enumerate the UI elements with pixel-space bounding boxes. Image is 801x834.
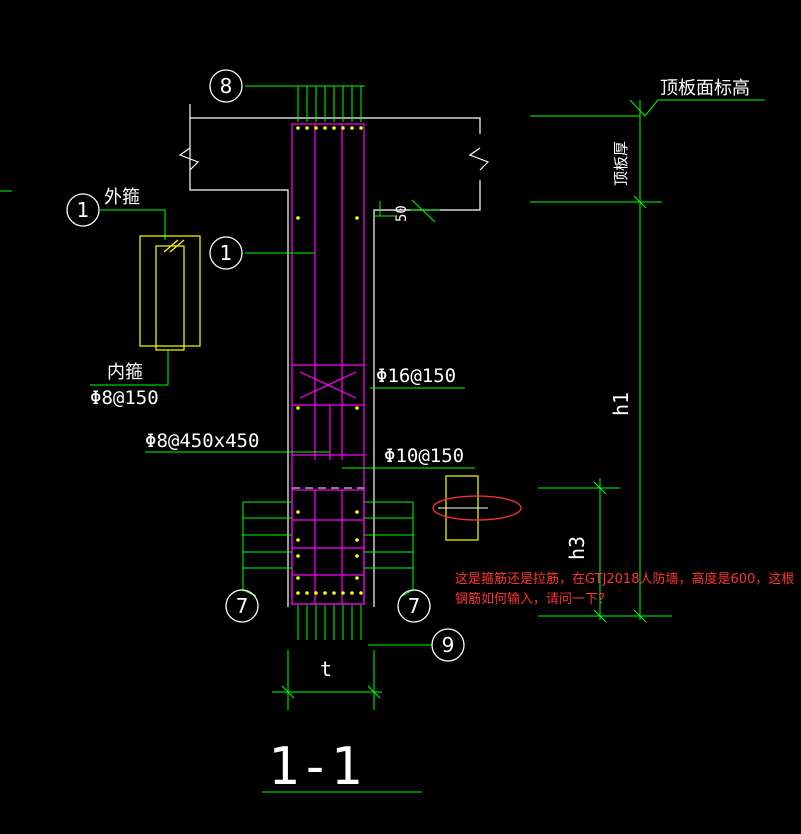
highlight-ellipse xyxy=(432,495,522,521)
callout-circles xyxy=(66,69,465,662)
bar-spec-8: Φ8@450x450 xyxy=(145,430,259,452)
section-title: 1-1 xyxy=(268,737,362,797)
rebar-cage xyxy=(291,123,365,605)
callout-1-outer: 1 xyxy=(77,198,90,222)
outer-stirrup-label: 外箍 xyxy=(104,187,140,208)
leader-lines xyxy=(90,85,765,793)
top-elevation-label: 顶板面标高 xyxy=(660,78,750,99)
inner-stirrup-spec: Φ8@150 xyxy=(90,387,159,409)
inner-stirrup-label: 内箍 xyxy=(107,362,143,383)
bar-spec-10: Φ10@150 xyxy=(384,445,464,467)
rebar-dots xyxy=(296,126,363,595)
question-note: 这是箍筋还是拉筋，在GTJ2018人防墙，高度是600，这根钢筋如何输入，请问一… xyxy=(455,572,795,607)
dim-t: t xyxy=(320,657,332,681)
callout-7-left: 7 xyxy=(236,594,249,618)
callout-7-right: 7 xyxy=(408,594,421,618)
dim-h1: h1 xyxy=(609,392,633,416)
callout-1-main: 1 xyxy=(220,241,233,265)
dim-h3: h3 xyxy=(565,536,589,560)
callout-8: 8 xyxy=(220,74,233,98)
callout-9: 9 xyxy=(442,633,455,657)
vertical-bars xyxy=(297,86,362,640)
dim-50: 50 xyxy=(394,205,410,222)
slab-thickness-label: 顶板厚 xyxy=(612,141,630,186)
bar-spec-16: Φ16@150 xyxy=(376,365,456,387)
slab-outline xyxy=(178,104,490,607)
stirrup-sketch xyxy=(139,235,479,541)
